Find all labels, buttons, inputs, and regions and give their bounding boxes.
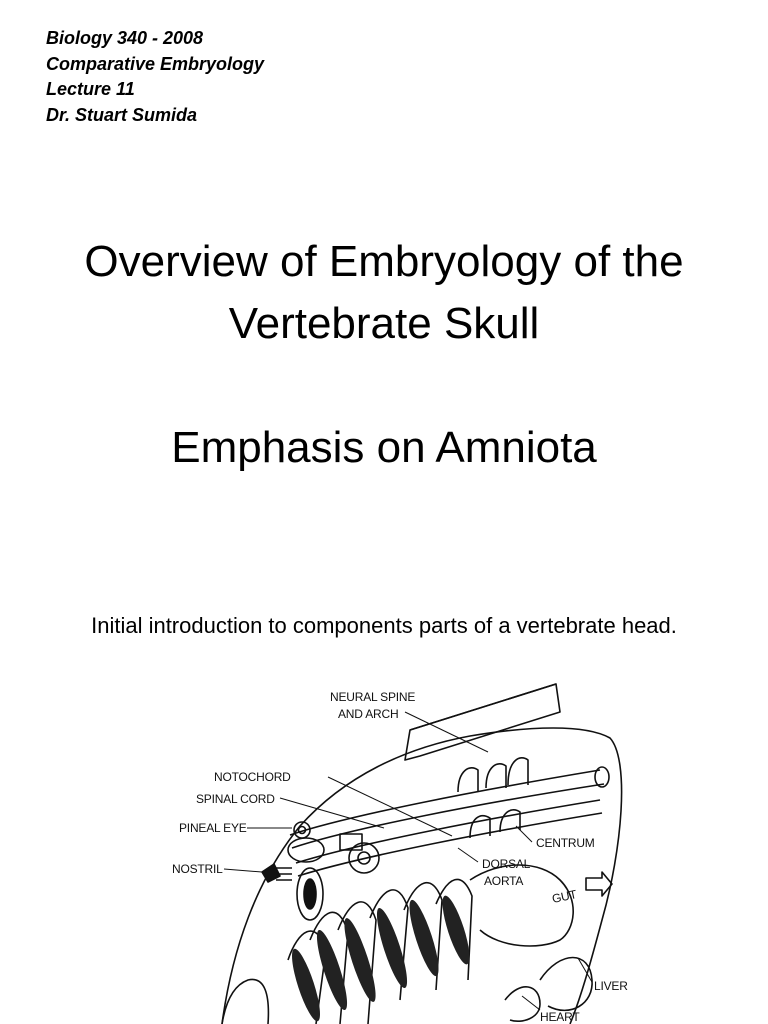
slide-title-line-1: Overview of Embryology of the: [84, 237, 684, 286]
course-title-line: Comparative Embryology: [46, 53, 265, 74]
label-aorta: AORTA: [484, 874, 523, 888]
leader-liver: [577, 957, 593, 983]
leader-spinal-cord: [279, 797, 385, 829]
label-heart: HEART: [540, 1010, 580, 1024]
vertebrate-head-diagram: NEURAL SPINE AND ARCH NOTOCHORD SPINAL C…: [172, 683, 628, 1024]
instructor-line: Dr. Stuart Sumida: [46, 104, 198, 125]
leader-nostril: [223, 868, 263, 873]
label-pineal-eye: PINEAL EYE: [179, 821, 247, 835]
label-neural-spine: NEURAL SPINE: [330, 690, 415, 704]
course-line: Biology 340 - 2008: [46, 28, 204, 48]
leader-centrum: [515, 825, 533, 843]
intro-text: Initial introduction to components parts…: [91, 613, 677, 638]
leader-neural-spine: [404, 711, 489, 753]
label-gut: GUT: [551, 887, 579, 906]
leader-notochord: [327, 776, 453, 837]
slide-subtitle: Emphasis on Amniota: [171, 423, 597, 472]
label-and-arch: AND ARCH: [338, 707, 398, 721]
slide-title-line-2: Vertebrate Skull: [228, 299, 540, 348]
leader-dorsal-aorta: [457, 847, 479, 863]
label-nostril: NOSTRIL: [172, 862, 223, 876]
gill-bars: [292, 895, 470, 1022]
label-notochord: NOTOCHORD: [214, 770, 291, 784]
label-dorsal: DORSAL: [482, 857, 531, 871]
label-spinal-cord: SPINAL CORD: [196, 792, 275, 806]
leader-heart: [521, 995, 541, 1011]
head-illustration: [221, 683, 623, 1024]
label-liver: LIVER: [594, 979, 628, 993]
lecture-number-line: Lecture 11: [46, 79, 135, 99]
label-leaders: [223, 711, 593, 1011]
label-centrum: CENTRUM: [536, 836, 595, 850]
lecture-header: Biology 340 - 2008 Comparative Embryolog…: [46, 26, 264, 128]
